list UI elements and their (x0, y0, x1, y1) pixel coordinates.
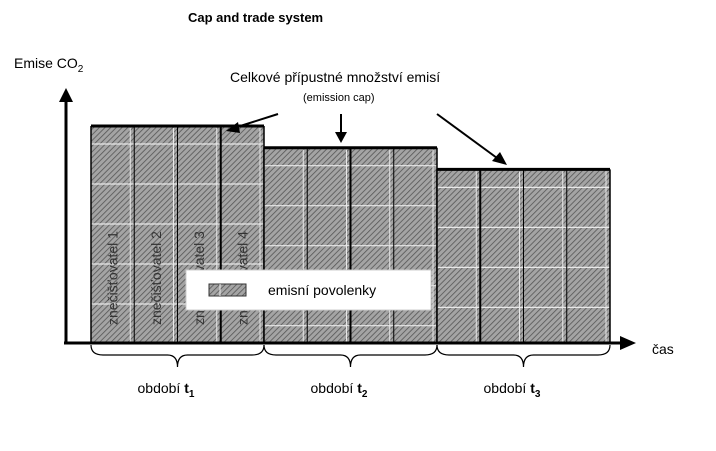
arrow-head-icon (335, 132, 347, 143)
legend-swatch-icon (208, 283, 247, 297)
diagram-title: Cap and trade system (188, 10, 323, 25)
cap-arrow-period-1 (233, 113, 279, 129)
period-1-label: období t1 (138, 380, 195, 400)
period-3-brace (436, 344, 611, 368)
y-axis-label: Emise CO2 (14, 55, 84, 75)
period-2-label: období t2 (311, 380, 368, 400)
cap-annotation-label: Celkové přípustné množství emisí (230, 69, 440, 85)
y-axis-arrow-icon (59, 88, 73, 102)
period-1-brace (90, 344, 265, 368)
cap-arrow-period-3 (436, 113, 498, 159)
cap-annotation-sublabel: (emission cap) (303, 92, 375, 104)
legend: emisní povolenky (185, 269, 432, 311)
x-axis-arrow-icon (620, 336, 636, 350)
arrow-head-icon (492, 152, 507, 165)
period-3-label: období t3 (484, 380, 541, 400)
polluter-label-2: znečišťovatel 2 (148, 231, 164, 325)
x-axis-label: čas (652, 341, 674, 357)
polluter-label-1: znečišťovatel 1 (105, 231, 121, 325)
period-braces: období t1 období t2 období t3 (90, 344, 611, 400)
arrow-head-icon (226, 122, 240, 133)
legend-label: emisní povolenky (268, 282, 376, 298)
period-2-brace (263, 344, 438, 368)
